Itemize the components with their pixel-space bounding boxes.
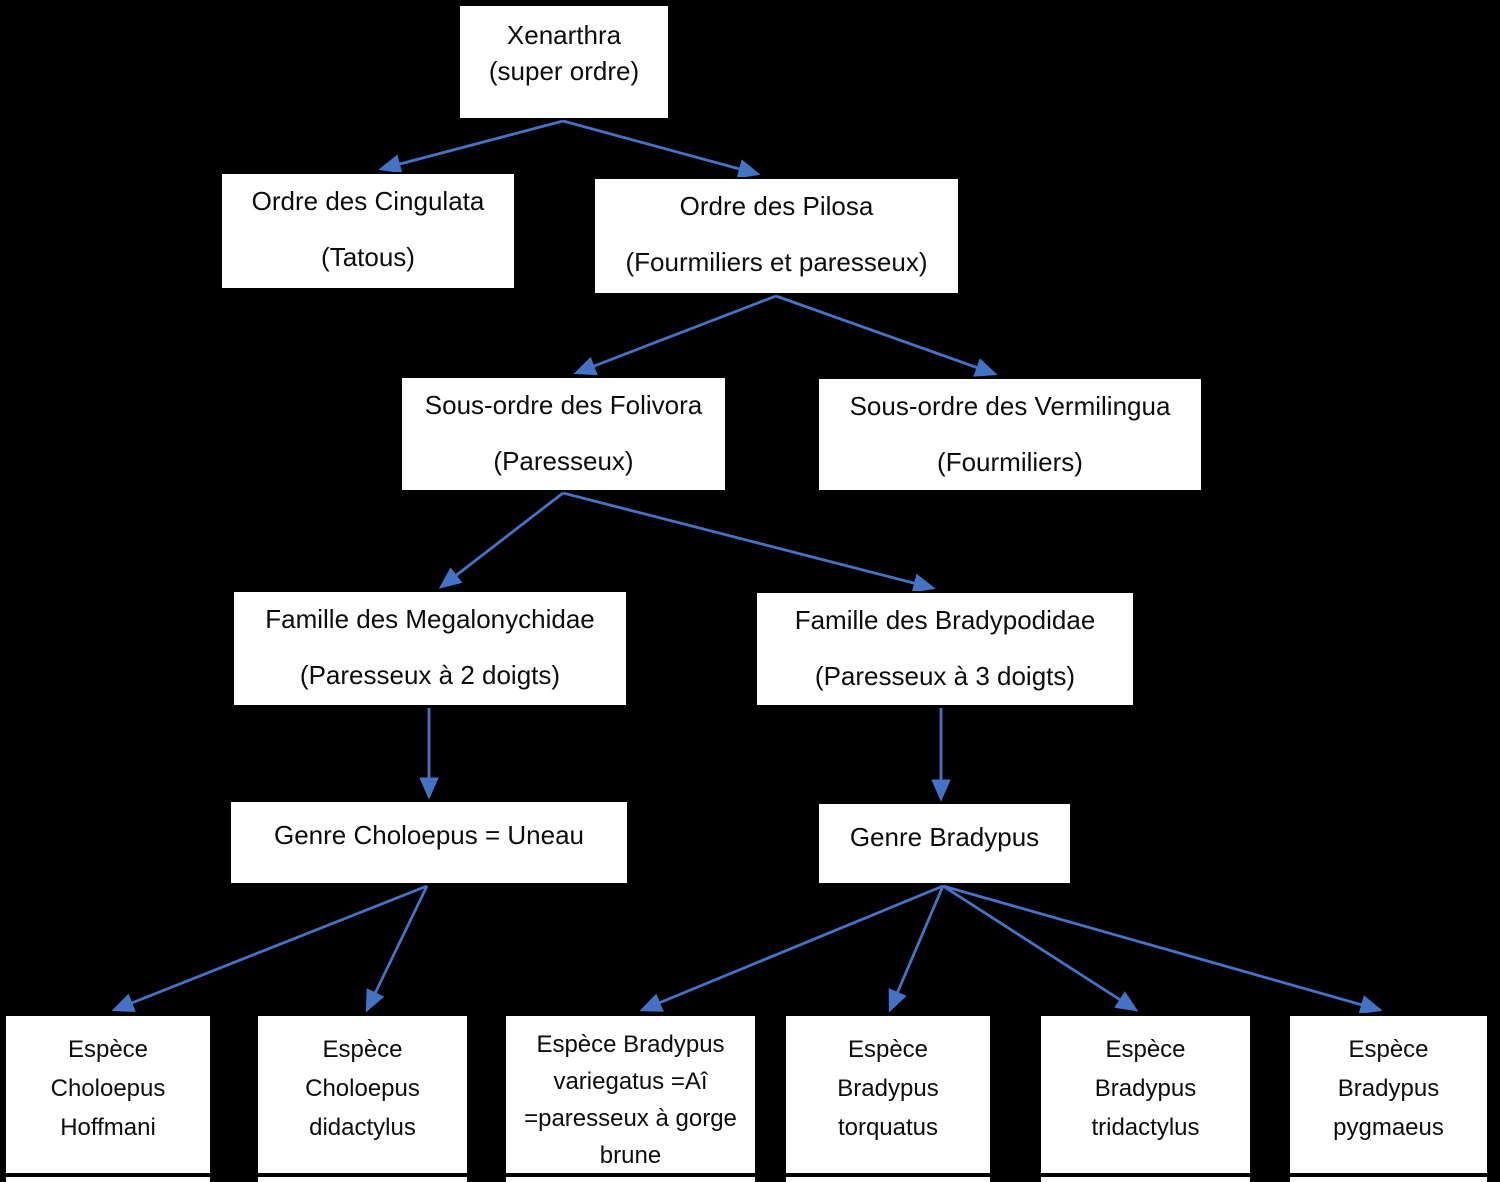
arrow-pilosa-to-vermilingua xyxy=(775,294,998,377)
node-didactylus: Espèce Choloepus didactylus xyxy=(255,1013,470,1182)
node-variegatus-line2: variegatus =Aî xyxy=(553,1068,708,1095)
node-pilosa: Ordre des Pilosa (Fourmiliers et paresse… xyxy=(593,177,960,295)
node-tridactylus-line1: Espèce xyxy=(1105,1036,1186,1063)
node-tridactylus-line3: tridactylus xyxy=(1091,1114,1200,1141)
arrow-bradypus-to-tridactylus xyxy=(942,884,1139,1012)
node-pygmaeus: Espèce Bradypus pygmaeus xyxy=(1287,1013,1490,1182)
node-vermilingua: Sous-ordre des Vermilingua (Fourmiliers) xyxy=(817,377,1203,492)
node-pilosa-sublabel: (Fourmiliers et paresseux) xyxy=(625,247,928,277)
arrow-bradypus-to-pygmaeus xyxy=(942,884,1383,1015)
node-didactylus-line1: Espèce xyxy=(322,1036,403,1063)
node-hoffmani-line3: Hoffmani xyxy=(60,1114,156,1141)
node-bradypus: Genre Bradypus xyxy=(817,802,1072,885)
node-pygmaeus-line3: pygmaeus xyxy=(1333,1114,1444,1141)
node-xenarthra-sublabel: (super ordre) xyxy=(488,56,640,86)
arrow-xenarthra-to-cingulata xyxy=(378,119,564,174)
node-xenarthra-label: Xenarthra xyxy=(506,20,622,50)
node-choloepus: Genre Choloepus = Uneau xyxy=(229,800,629,885)
node-variegatus-line4: brune xyxy=(599,1142,662,1169)
node-vermilingua-label: Sous-ordre des Vermilingua xyxy=(849,391,1171,421)
node-hoffmani: Espèce Choloepus Hoffmani xyxy=(3,1013,213,1182)
node-variegatus: Espèce Bradypus variegatus =Aî =paresseu… xyxy=(503,1013,758,1182)
arrow-pilosa-to-folivora xyxy=(573,294,777,376)
node-pygmaeus-line2: Bradypus xyxy=(1337,1075,1440,1102)
arrow-choloepus-to-didactylus xyxy=(365,885,429,1013)
arrow-folivora-to-bradypodidae xyxy=(562,491,936,593)
node-folivora: Sous-ordre des Folivora (Paresseux) xyxy=(400,376,727,492)
node-bradypodidae-label: Famille des Bradypodidae xyxy=(794,605,1096,635)
node-xenarthra: Xenarthra (super ordre) xyxy=(458,4,670,120)
node-megalonychidae-sublabel: (Paresseux à 2 doigts) xyxy=(299,660,561,690)
node-cingulata-sublabel: (Tatous) xyxy=(321,242,415,272)
node-didactylus-line2: Choloepus xyxy=(305,1075,420,1102)
node-variegatus-line1: Espèce Bradypus xyxy=(536,1031,725,1058)
node-torquatus: Espèce Bradypus torquatus xyxy=(783,1013,993,1182)
node-choloepus-label: Genre Choloepus = Uneau xyxy=(273,820,585,850)
arrow-bradypus-to-variegatus xyxy=(639,884,944,1012)
arrow-folivora-to-megalonychidae xyxy=(438,491,564,589)
node-cingulata: Ordre des Cingulata (Tatous) xyxy=(220,172,516,290)
node-pilosa-label: Ordre des Pilosa xyxy=(679,191,874,221)
node-bradypodidae-sublabel: (Paresseux à 3 doigts) xyxy=(814,661,1076,691)
node-torquatus-line2: Bradypus xyxy=(837,1075,939,1102)
node-variegatus-line3: =paresseux à gorge xyxy=(524,1105,737,1132)
node-torquatus-line1: Espèce xyxy=(847,1036,929,1063)
node-tridactylus-line2: Bradypus xyxy=(1094,1075,1197,1102)
node-cingulata-label: Ordre des Cingulata xyxy=(251,186,485,216)
node-tridactylus: Espèce Bradypus tridactylus xyxy=(1038,1013,1253,1182)
node-vermilingua-sublabel: (Fourmiliers) xyxy=(937,447,1083,477)
node-folivora-sublabel: (Paresseux) xyxy=(493,446,634,476)
node-bradypodidae: Famille des Bradypodidae (Paresseux à 3 … xyxy=(755,591,1135,707)
node-torquatus-line3: torquatus xyxy=(837,1114,939,1141)
arrow-bradypus-to-torquatus xyxy=(888,885,945,1013)
node-folivora-label: Sous-ordre des Folivora xyxy=(424,390,703,420)
node-hoffmani-line1: Espèce xyxy=(67,1036,149,1063)
node-pygmaeus-line1: Espèce xyxy=(1348,1036,1429,1063)
node-megalonychidae-label: Famille des Megalonychidae xyxy=(265,604,595,634)
node-hoffmani-line2: Choloepus xyxy=(50,1075,166,1102)
node-bradypus-label: Genre Bradypus xyxy=(849,822,1040,852)
arrow-choloepus-to-hoffmani xyxy=(111,884,428,1012)
arrow-xenarthra-to-pilosa xyxy=(562,119,761,179)
node-megalonychidae: Famille des Megalonychidae (Paresseux à … xyxy=(232,590,628,707)
node-didactylus-line3: didactylus xyxy=(309,1114,416,1141)
